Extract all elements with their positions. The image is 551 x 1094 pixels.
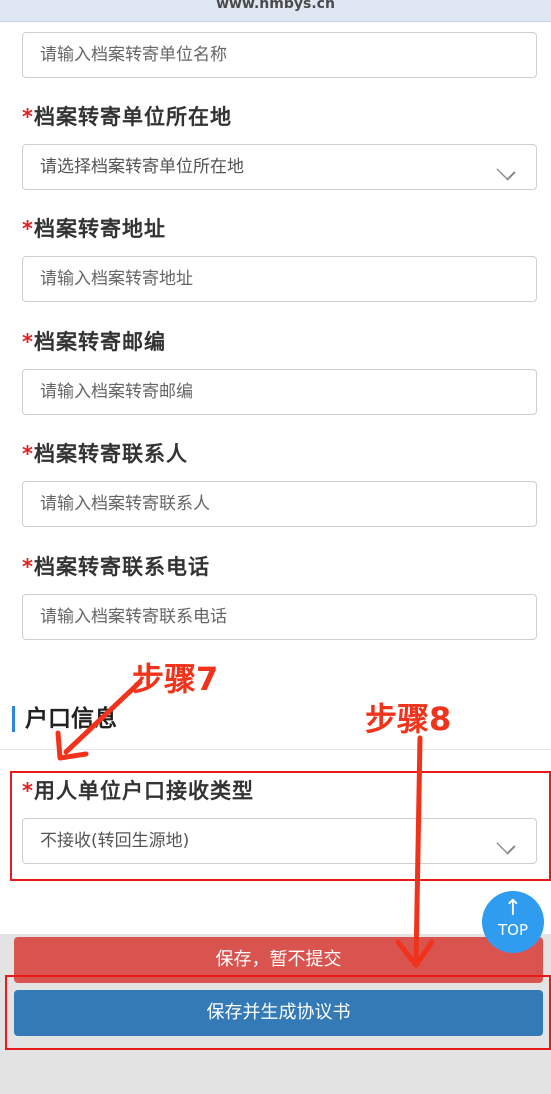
address-input[interactable]: 请输入档案转寄地址 bbox=[22, 256, 537, 302]
step7-arrow-head bbox=[55, 730, 89, 761]
annotation-step8-label: 步骤8 bbox=[365, 700, 452, 738]
unit-name-input[interactable]: 请输入档案转寄单位名称 bbox=[22, 32, 537, 78]
unit-name-placeholder: 请输入档案转寄单位名称 bbox=[40, 45, 227, 65]
section-title-hukou: 户口信息 bbox=[12, 706, 117, 732]
phone-input[interactable]: 请输入档案转寄联系电话 bbox=[22, 594, 537, 640]
chevron-down-icon bbox=[496, 161, 516, 181]
annotation-box-step8 bbox=[5, 975, 551, 1050]
required-mark: * bbox=[22, 779, 34, 803]
phone-placeholder: 请输入档案转寄联系电话 bbox=[40, 607, 227, 627]
address-label: *档案转寄地址 bbox=[22, 217, 166, 241]
address-placeholder: 请输入档案转寄地址 bbox=[40, 269, 193, 289]
required-mark: * bbox=[22, 217, 34, 241]
required-mark: * bbox=[22, 442, 34, 466]
unit-location-label: *档案转寄单位所在地 bbox=[22, 105, 232, 129]
unit-location-placeholder: 请选择档案转寄单位所在地 bbox=[40, 157, 244, 177]
unit-location-select[interactable]: 请选择档案转寄单位所在地 bbox=[22, 144, 537, 190]
save-generate-button[interactable]: 保存并生成协议书 bbox=[14, 990, 543, 1036]
annotation-step7-label: 步骤7 bbox=[132, 660, 219, 698]
phone-label: *档案转寄联系电话 bbox=[22, 555, 210, 579]
contact-label: *档案转寄联系人 bbox=[22, 442, 188, 466]
postcode-placeholder: 请输入档案转寄邮编 bbox=[40, 382, 193, 402]
section-divider bbox=[0, 749, 551, 750]
contact-input[interactable]: 请输入档案转寄联系人 bbox=[22, 481, 537, 527]
hukou-receive-type-label: *用人单位户口接收类型 bbox=[22, 779, 254, 803]
arrow-up-icon: ↑ bbox=[503, 896, 523, 921]
required-mark: * bbox=[22, 330, 34, 354]
hukou-receive-type-select[interactable]: 不接收(转回生源地) bbox=[22, 818, 537, 864]
contact-placeholder: 请输入档案转寄联系人 bbox=[40, 494, 210, 514]
url-text: www.nmbys.cn bbox=[216, 0, 335, 12]
browser-url-bar: www.nmbys.cn bbox=[0, 0, 551, 22]
annotation-box-step7 bbox=[10, 771, 551, 881]
postcode-input[interactable]: 请输入档案转寄邮编 bbox=[22, 369, 537, 415]
top-label: TOP bbox=[497, 921, 528, 939]
postcode-label: *档案转寄邮编 bbox=[22, 330, 166, 354]
required-mark: * bbox=[22, 105, 34, 129]
required-mark: * bbox=[22, 555, 34, 579]
back-to-top-button[interactable]: ↑ TOP bbox=[482, 891, 544, 953]
hukou-receive-type-value: 不接收(转回生源地) bbox=[40, 831, 190, 851]
